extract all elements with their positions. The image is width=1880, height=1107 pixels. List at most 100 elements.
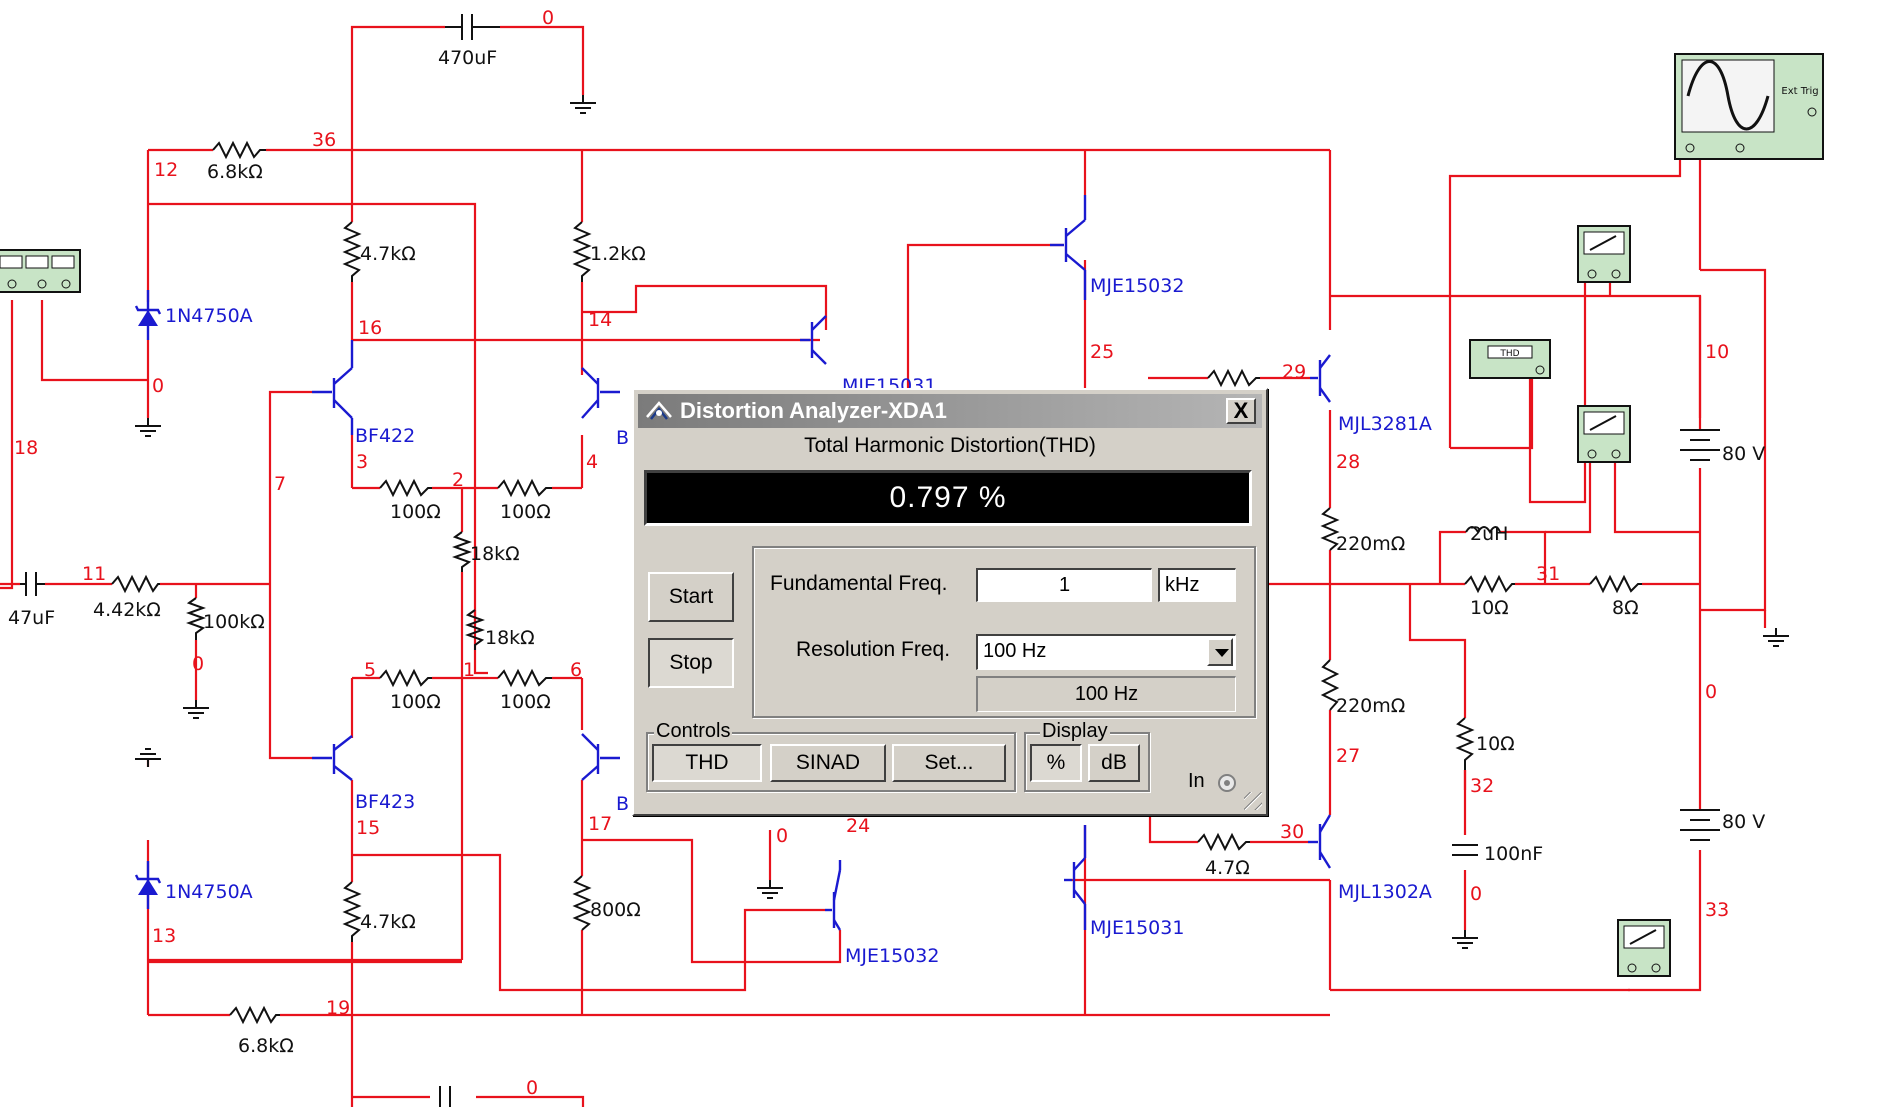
set-button[interactable]: Set... — [892, 744, 1006, 782]
thd-readout: 0.797 % — [644, 470, 1252, 526]
svg-text:MJL3281A: MJL3281A — [1338, 413, 1432, 435]
svg-text:80 V: 80 V — [1722, 811, 1765, 833]
resolution-freq-label: Resolution Freq. — [796, 638, 951, 661]
batteries — [1680, 429, 1720, 841]
svg-text:32: 32 — [1470, 775, 1494, 797]
svg-text:0: 0 — [542, 7, 554, 29]
start-button[interactable]: Start — [648, 572, 734, 622]
svg-text:100nF: 100nF — [1484, 843, 1543, 865]
resize-grip-icon[interactable] — [1244, 792, 1262, 810]
instruments: Ext Trig THD — [0, 53, 1824, 977]
svg-text:6.8kΩ: 6.8kΩ — [238, 1035, 294, 1057]
svg-text:6.8kΩ: 6.8kΩ — [207, 161, 263, 183]
svg-text:3: 3 — [356, 451, 368, 473]
svg-text:10: 10 — [1705, 341, 1729, 363]
svg-text:MJL1302A: MJL1302A — [1338, 881, 1432, 903]
svg-text:10Ω: 10Ω — [1476, 733, 1515, 755]
svg-text:28: 28 — [1336, 451, 1360, 473]
svg-text:36: 36 — [312, 129, 336, 151]
svg-text:0: 0 — [776, 825, 788, 847]
svg-text:33: 33 — [1705, 899, 1729, 921]
svg-text:18kΩ: 18kΩ — [470, 543, 520, 565]
svg-text:0: 0 — [192, 653, 204, 675]
svg-text:2: 2 — [452, 469, 464, 491]
fundamental-freq-label: Fundamental Freq. — [770, 572, 948, 595]
svg-text:8Ω: 8Ω — [1612, 597, 1639, 619]
close-icon: X — [1233, 398, 1249, 423]
input-label: In — [1188, 770, 1205, 792]
svg-text:B: B — [616, 427, 629, 449]
ground-symbols — [135, 95, 1789, 949]
distortion-analyzer-window: Distortion Analyzer-XDA1 X Total Harmoni… — [632, 388, 1268, 816]
input-terminal-icon[interactable] — [1216, 772, 1238, 794]
sinad-button[interactable]: SINAD — [770, 744, 886, 782]
svg-text:100Ω: 100Ω — [390, 691, 441, 713]
svg-text:18: 18 — [14, 437, 38, 459]
db-button[interactable]: dB — [1088, 744, 1140, 782]
svg-text:19: 19 — [326, 997, 350, 1019]
window-titlebar[interactable]: Distortion Analyzer-XDA1 X — [638, 394, 1262, 428]
svg-text:29: 29 — [1282, 361, 1306, 383]
svg-text:47uF: 47uF — [8, 607, 55, 629]
transistors — [312, 195, 1332, 931]
resolution-freq-select[interactable]: 100 Hz — [976, 634, 1236, 670]
svg-text:MJE15031: MJE15031 — [1090, 917, 1184, 939]
svg-text:470uF: 470uF — [438, 47, 497, 69]
svg-text:THD: THD — [1499, 349, 1519, 359]
svg-text:27: 27 — [1336, 745, 1360, 767]
svg-text:30: 30 — [1280, 821, 1304, 843]
capacitors — [20, 14, 1478, 1107]
close-button[interactable]: X — [1226, 398, 1256, 424]
svg-text:BF422: BF422 — [355, 425, 415, 447]
svg-text:2uH: 2uH — [1470, 523, 1508, 545]
display-group: Display % dB — [1024, 720, 1150, 792]
svg-text:1: 1 — [463, 659, 475, 681]
component-labels: 470uF 6.8kΩ 4.7kΩ 1.2kΩ 1N4750A BF422 10… — [8, 47, 1765, 1057]
fundamental-freq-input[interactable]: 1 — [976, 568, 1152, 602]
svg-text:4.7kΩ: 4.7kΩ — [360, 243, 416, 265]
svg-text:17: 17 — [588, 813, 612, 835]
svg-text:16: 16 — [358, 317, 382, 339]
inductor — [1465, 526, 1501, 534]
svg-text:4: 4 — [586, 451, 598, 473]
thd-button[interactable]: THD — [652, 744, 762, 782]
svg-text:100Ω: 100Ω — [390, 501, 441, 523]
stop-button[interactable]: Stop — [648, 638, 734, 688]
svg-text:1N4750A: 1N4750A — [165, 305, 253, 327]
window-title: Distortion Analyzer-XDA1 — [680, 398, 947, 423]
svg-text:4.42kΩ: 4.42kΩ — [93, 599, 161, 621]
svg-text:5: 5 — [364, 659, 376, 681]
svg-text:7: 7 — [274, 473, 286, 495]
multisim-logo-icon — [644, 397, 674, 425]
wires — [0, 25, 1767, 1107]
svg-text:24: 24 — [846, 815, 870, 837]
thd-heading: Total Harmonic Distortion(THD) — [804, 434, 1096, 457]
display-group-label: Display — [1040, 720, 1110, 743]
svg-text:Ext Trig: Ext Trig — [1781, 86, 1818, 97]
svg-text:18kΩ: 18kΩ — [485, 627, 535, 649]
percent-button[interactable]: % — [1030, 744, 1082, 782]
svg-text:11: 11 — [82, 563, 106, 585]
svg-text:15: 15 — [356, 817, 380, 839]
svg-text:6: 6 — [570, 659, 582, 681]
zener-diodes — [134, 290, 162, 909]
svg-text:100Ω: 100Ω — [500, 691, 551, 713]
svg-text:100Ω: 100Ω — [500, 501, 551, 523]
svg-text:0: 0 — [152, 375, 164, 397]
controls-group: Controls THD SINAD Set... — [646, 720, 1016, 792]
chevron-down-icon[interactable] — [1207, 638, 1233, 666]
svg-text:BF423: BF423 — [355, 791, 415, 813]
svg-text:MJE15032: MJE15032 — [1090, 275, 1184, 297]
svg-text:MJE15032: MJE15032 — [845, 945, 939, 967]
svg-text:0: 0 — [526, 1077, 538, 1099]
fundamental-unit-field[interactable]: kHz — [1158, 568, 1236, 602]
svg-text:220mΩ: 220mΩ — [1336, 533, 1405, 555]
resolution-freq-value: 100 Hz — [983, 640, 1047, 662]
svg-text:0: 0 — [1470, 883, 1482, 905]
svg-text:220mΩ: 220mΩ — [1336, 695, 1405, 717]
resolution-freq-display: 100 Hz — [976, 676, 1236, 712]
net-labels: 0 36 12 18 16 14 25 29 10 3 2 4 7 11 0 2… — [14, 7, 1729, 1099]
svg-text:800Ω: 800Ω — [590, 899, 641, 921]
svg-text:10Ω: 10Ω — [1470, 597, 1509, 619]
